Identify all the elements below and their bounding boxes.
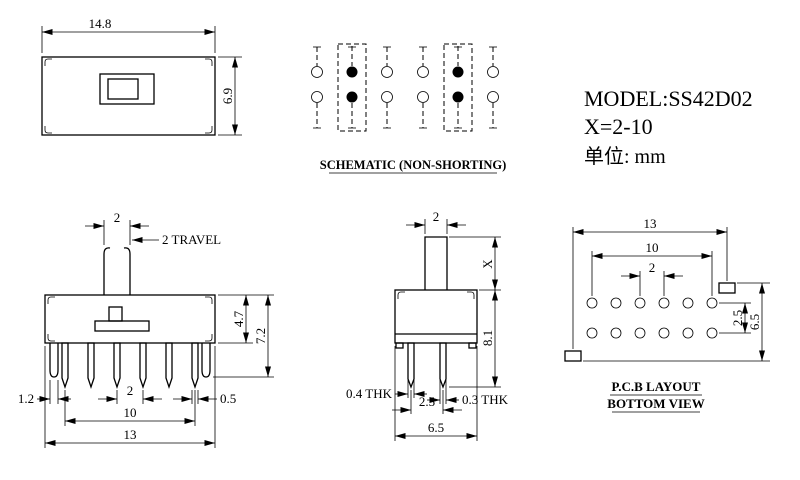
- pin: [87, 342, 95, 390]
- terminal-open: [381, 91, 393, 103]
- terminal-open: [381, 66, 393, 78]
- terminal-open: [417, 91, 429, 103]
- slider-knob-inner: [107, 78, 139, 100]
- dim-front-overall-width: 13: [124, 427, 137, 442]
- terminal-common: [346, 66, 358, 78]
- mount-leg: [201, 343, 211, 378]
- pcb-slot: [564, 350, 582, 362]
- side-view: 2 X 8.1 0.4 THK 0.3 THK 2.5 6.5: [346, 209, 509, 441]
- top-view: 14.8 6.9: [41, 16, 242, 136]
- pcb-hole: [634, 297, 646, 309]
- pcb-hole: [706, 327, 718, 339]
- actuator-side: [424, 236, 448, 290]
- mount-leg: [49, 343, 59, 378]
- dim-side-knob-width: 2: [433, 209, 440, 224]
- pcb-hole: [610, 297, 622, 309]
- dim-front-knob-width: 2: [114, 210, 121, 225]
- terminal-open: [487, 66, 499, 78]
- dim-pcb-hole-span: 10: [646, 240, 659, 255]
- pin: [165, 342, 173, 390]
- pcb-caption-line1: P.C.B LAYOUT: [612, 379, 701, 394]
- pcb-hole: [682, 327, 694, 339]
- pcb-hole: [706, 297, 718, 309]
- pcb-slot: [718, 282, 736, 294]
- terminal-common: [346, 91, 358, 103]
- dim-top-width: 14.8: [89, 16, 112, 31]
- unit-label: 单位: mm: [584, 145, 666, 168]
- pcb-hole: [586, 327, 598, 339]
- pin: [439, 342, 447, 389]
- dim-pcb-overall-height: 6.5: [747, 314, 762, 330]
- pcb-hole: [658, 327, 670, 339]
- pin: [407, 342, 415, 389]
- x-range-label: X=2-10: [584, 114, 653, 139]
- model-label: MODEL:SS42D02: [584, 86, 753, 111]
- dim-side-actuator-height: X: [480, 259, 495, 269]
- terminal-open: [311, 66, 323, 78]
- dim-pcb-row-pitch: 2.5: [730, 310, 745, 326]
- dim-front-pin-width: 0.5: [220, 391, 236, 406]
- dim-pcb-slot-span: 13: [644, 216, 657, 231]
- terminal-open: [417, 66, 429, 78]
- schematic-view: SCHEMATIC (NON-SHORTING): [311, 43, 507, 174]
- dim-front-total-height: 7.2: [253, 328, 268, 344]
- pcb-layout-view: 13 10 2 2.5 6.5 P.C.B LAYOUT BOTTOM VIEW: [564, 216, 770, 413]
- pcb-hole: [610, 327, 622, 339]
- pcb-hole: [682, 297, 694, 309]
- terminal-open: [311, 91, 323, 103]
- title-block: MODEL:SS42D02 X=2-10 单位: mm: [584, 86, 753, 168]
- pin: [61, 342, 69, 390]
- schematic-caption: SCHEMATIC (NON-SHORTING): [320, 158, 507, 172]
- pin: [191, 342, 199, 390]
- slider-knob-outline: [99, 73, 155, 105]
- dim-top-height: 6.9: [220, 88, 235, 104]
- terminal-common: [452, 66, 464, 78]
- dim-front-travel: 2 TRAVEL: [162, 232, 221, 247]
- dim-pcb-hole-pitch: 2: [649, 260, 656, 275]
- pin: [139, 342, 147, 390]
- pcb-caption-line2: BOTTOM VIEW: [607, 396, 704, 411]
- dim-side-body-depth: 6.5: [428, 420, 444, 435]
- pcb-hole: [586, 297, 598, 309]
- terminal-common: [452, 91, 464, 103]
- dim-side-base-thickness: 0.4 THK: [346, 386, 393, 401]
- dim-front-pin-pitch: 2: [127, 383, 134, 398]
- dim-front-leg-width: 1.2: [18, 391, 34, 406]
- actuator-left-edge: [103, 247, 111, 295]
- pcb-hole: [658, 297, 670, 309]
- dim-front-pin-span: 10: [124, 405, 137, 420]
- actuator-right-edge: [123, 247, 131, 295]
- pcb-hole: [634, 327, 646, 339]
- terminal-open: [487, 91, 499, 103]
- dim-side-pin-thickness: 0.3 THK: [462, 392, 509, 407]
- dim-side-overall-height: 8.1: [480, 330, 495, 346]
- front-view: 2 2 TRAVEL 4.7 7.2 1.2 2 0.5 10: [18, 210, 274, 448]
- pin: [113, 342, 121, 390]
- dim-side-pin-row-pitch: 2.5: [419, 394, 435, 409]
- dim-front-body-height: 4.7: [231, 310, 246, 327]
